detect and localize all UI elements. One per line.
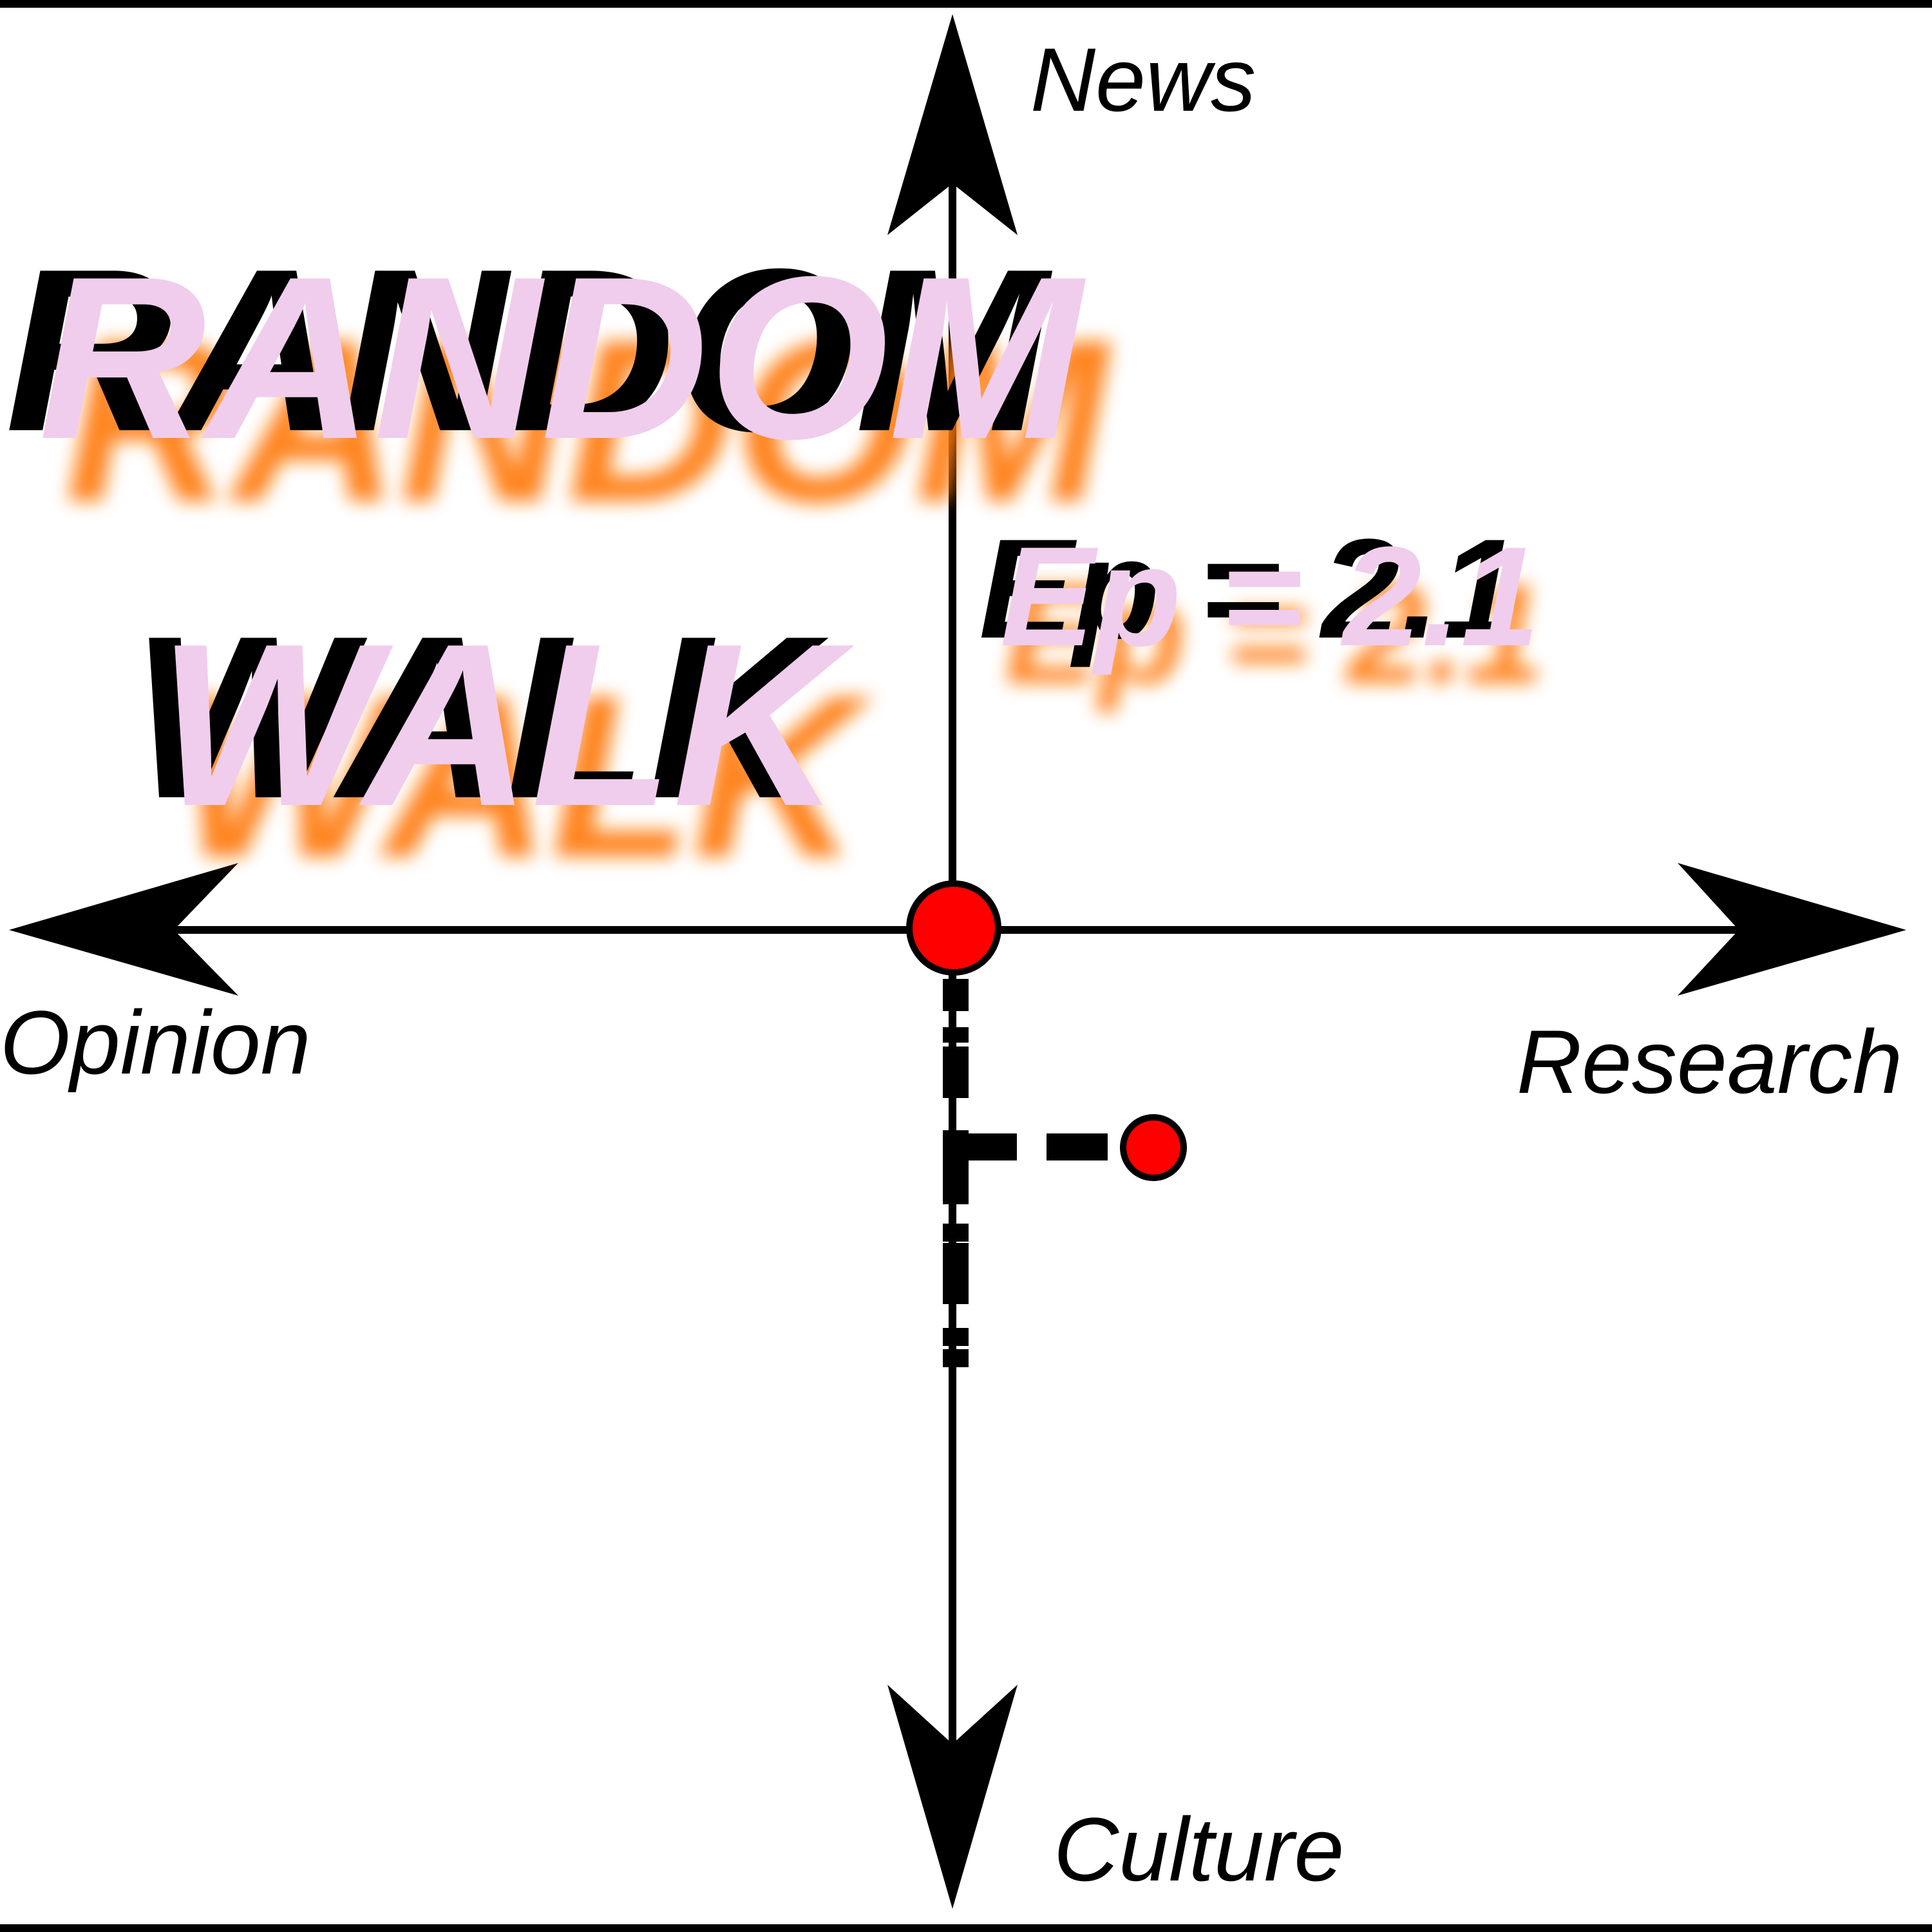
bottom-border [0, 1924, 1932, 1932]
episode-glow: Ep = 2.1 [1005, 554, 1544, 713]
title-glow-line2: WALK [177, 647, 877, 906]
title-line2: WALK [158, 596, 858, 855]
walk-path [943, 979, 1108, 1367]
arrow-left-icon [9, 863, 238, 996]
axis-label-research: Research [1517, 1011, 1902, 1112]
title-shadow-line2: WALK [132, 588, 832, 847]
title-line1: RANDOM [39, 229, 1088, 488]
episode-shadow: Ep = 2.1 [979, 509, 1519, 668]
origin-point [906, 880, 1001, 976]
current-point [1120, 1114, 1187, 1181]
top-border [0, 0, 1932, 8]
arrow-up-icon [887, 14, 1018, 235]
title-shadow-line1: RANDOM [5, 221, 1054, 480]
episode-label: Ep = 2.1 [1000, 517, 1540, 676]
axis-label-news: News [1030, 29, 1256, 130]
axis-label-opinion: Opinion [0, 992, 311, 1093]
title-foreground-layer: RANDOM WALK Ep = 2.1 [39, 229, 1540, 855]
title-shadow-layer: RANDOM WALK Ep = 2.1 [5, 221, 1519, 847]
arrow-right-icon [1678, 863, 1906, 996]
arrow-down-icon [887, 1685, 1018, 1909]
title-glow-line1: RANDOM [64, 292, 1113, 551]
title-glow-layer: RANDOM WALK Ep = 2.1 [64, 292, 1544, 906]
axis-label-culture: Culture [1054, 1799, 1344, 1900]
